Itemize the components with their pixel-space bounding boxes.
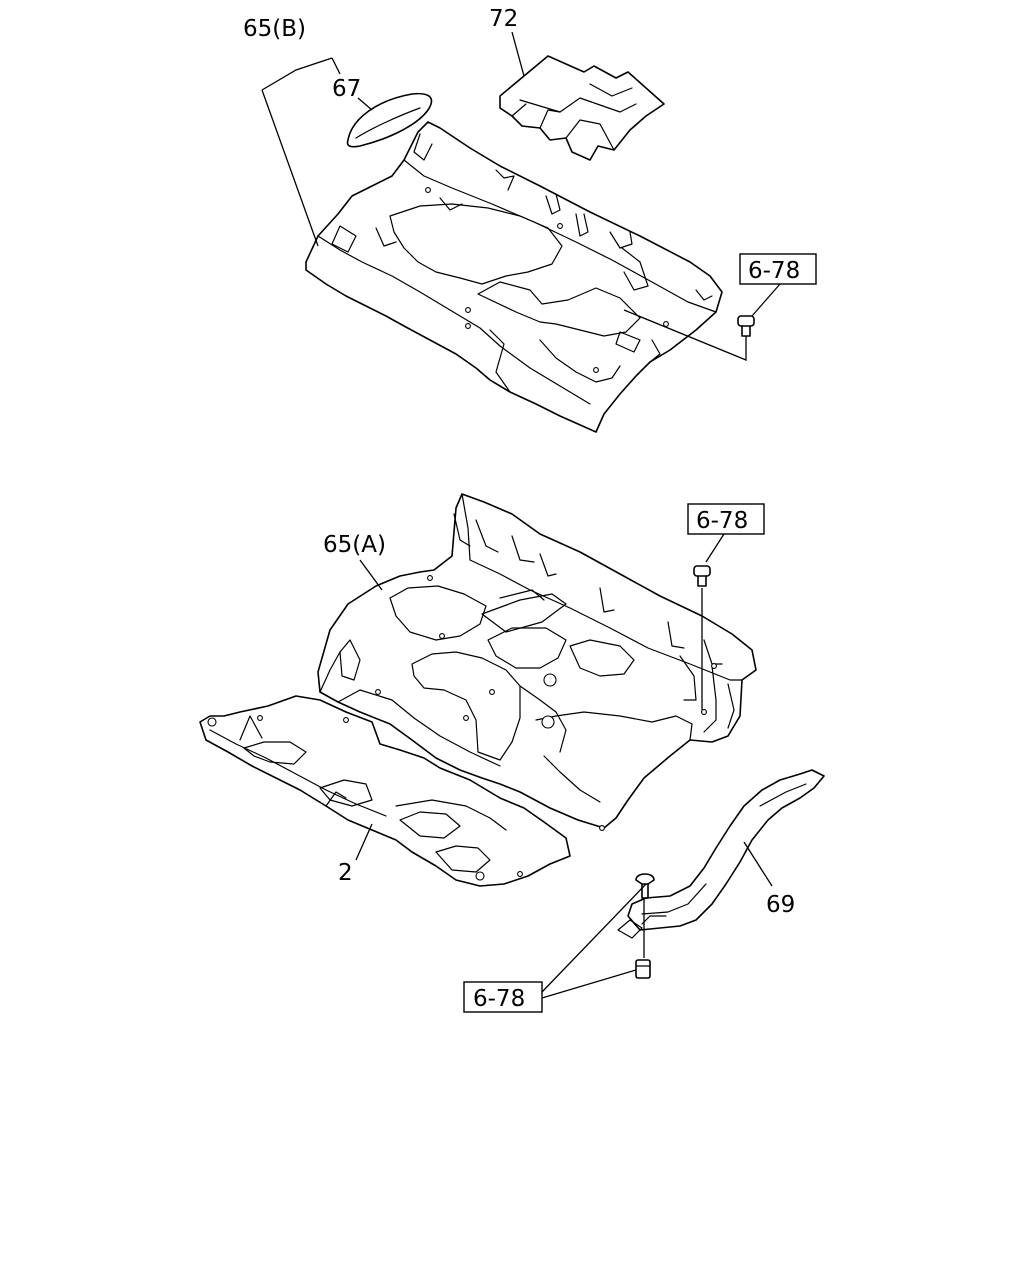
reference-label-bottom: 6-78 <box>473 986 525 1012</box>
part-72-insulator <box>499 55 665 161</box>
clip-fastener-top <box>737 315 755 337</box>
part-65a-front-carpet <box>317 493 757 831</box>
part-67-pad <box>346 92 433 148</box>
reference-box-bottom: 6-78 <box>463 981 543 1013</box>
clip-fastener-upper <box>635 873 655 899</box>
reference-box-top: 6-78 <box>739 253 817 285</box>
clip-fastener-mid <box>693 565 711 587</box>
callout-65a: 65(A) <box>323 532 386 558</box>
part-69-scuff-plate <box>617 769 825 939</box>
callout-67: 67 <box>332 76 361 102</box>
reference-label-mid: 6-78 <box>696 508 748 534</box>
clip-fastener-lower <box>635 959 651 979</box>
leader-lines <box>261 31 781 999</box>
callout-2: 2 <box>338 860 353 886</box>
reference-box-mid: 6-78 <box>687 503 765 535</box>
callout-72: 72 <box>489 6 518 32</box>
reference-label-top: 6-78 <box>748 258 800 284</box>
part-65b-rear-carpet <box>305 121 723 433</box>
callout-65b: 65(B) <box>243 16 306 42</box>
part-2-floor-mat <box>199 695 571 887</box>
callout-69: 69 <box>766 892 795 918</box>
